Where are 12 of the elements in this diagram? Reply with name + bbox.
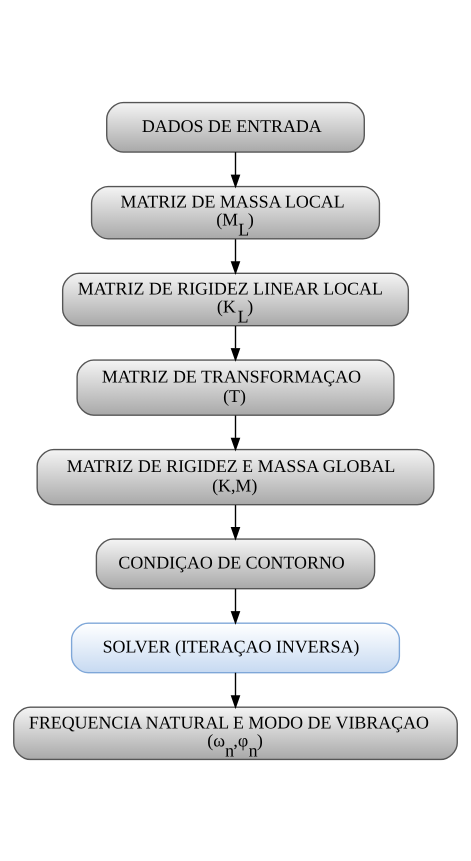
- arrow: [230, 152, 240, 188]
- node-box: MATRIZ DE TRANSFORMAÇAO (T): [76, 358, 395, 416]
- arrow: [230, 326, 240, 362]
- arrow: [230, 415, 240, 451]
- node-box: SOLVER (ITERAÇAO INVERSA): [70, 622, 400, 673]
- node-box: DADOS DE ENTRADA: [106, 101, 365, 152]
- node-box: MATRIZ DE RIGIDEZ E MASSA GLOBAL (K,M): [36, 448, 435, 505]
- arrow: [230, 672, 240, 709]
- arrow: [230, 504, 240, 540]
- arrow: [230, 238, 240, 274]
- node-box: CONDIÇAO DE CONTORNO: [96, 538, 376, 589]
- arrow: [230, 588, 240, 624]
